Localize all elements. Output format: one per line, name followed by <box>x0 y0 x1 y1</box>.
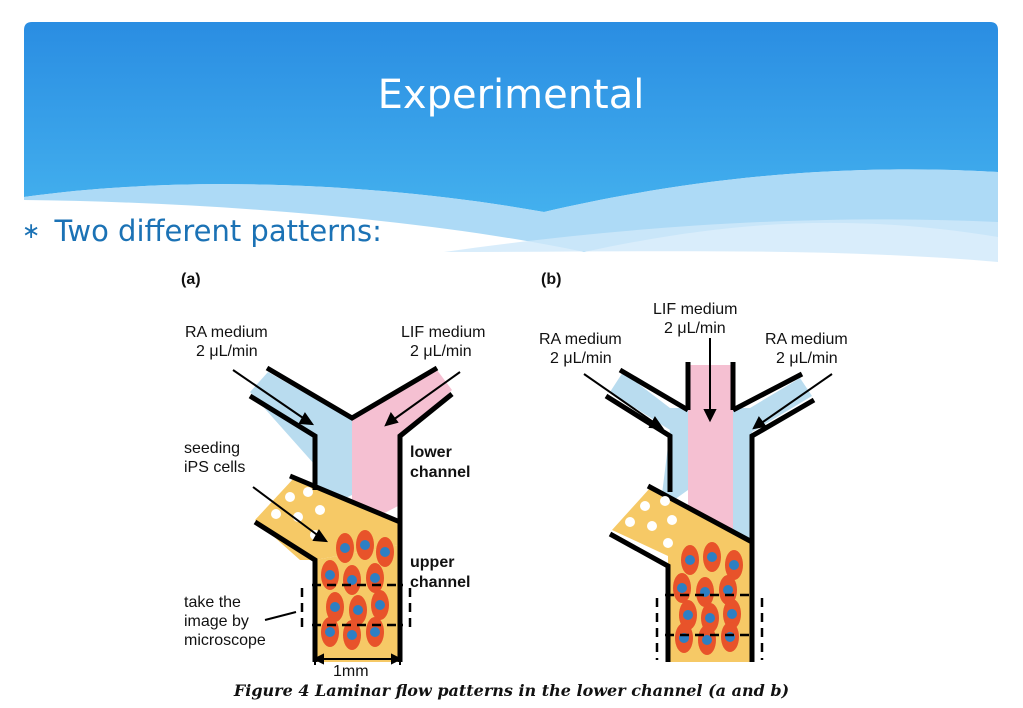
panel-a-seed-wall-bottom <box>253 519 318 662</box>
panel-b-ra-right-name: RA medium <box>765 331 848 348</box>
panel-b-seed-wall-top <box>646 483 754 545</box>
panel-b-ra-right-stream <box>733 378 812 540</box>
panel-b-right-top-wall <box>731 371 804 413</box>
panel-a-scale-label: 1mm <box>333 663 369 680</box>
panel-a-take-line1: take the <box>184 594 241 611</box>
bullet-text: Two different patterns: <box>54 214 382 248</box>
panel-b-left-top-wall <box>618 367 690 413</box>
panel-b-ra-right-rate: 2 μL/min <box>776 350 838 367</box>
panel-a-lower-line2: channel <box>410 464 470 481</box>
header-banner <box>24 22 998 262</box>
panel-a-lif-stream <box>352 370 452 530</box>
panel-b-left-wall <box>604 393 673 492</box>
panel-b-seed-dots <box>625 496 677 548</box>
bullet-star-icon: ∗ <box>22 219 41 244</box>
panel-a-tag: (a) <box>181 271 201 288</box>
panel-b-seed-wall-bottom <box>608 531 671 662</box>
panel-a-ra-name: RA medium <box>185 324 268 341</box>
panel-a-upper-line2: channel <box>410 574 470 591</box>
slide-title: Experimental <box>377 72 645 118</box>
panel-b-ra-left-name: RA medium <box>539 331 622 348</box>
bullet-item: ∗ Two different patterns: <box>22 214 382 248</box>
figure-caption: Figure 4 Laminar flow patterns in the lo… <box>233 681 790 700</box>
panel-b-arrows <box>583 338 833 430</box>
panel-b-cells <box>673 542 743 655</box>
panel-a-seed-wall-top <box>289 473 401 525</box>
panel-b-lif-stream <box>688 408 733 530</box>
panel-a-take-line3: microscope <box>184 632 266 649</box>
panel-a-lower-line1: lower <box>410 444 452 461</box>
panel-a-seeding-line2: iPS cells <box>184 459 245 476</box>
panel-a-lif-name: LIF medium <box>401 324 485 341</box>
panel-b-tag: (b) <box>541 271 561 288</box>
panel-b-right-wall <box>749 397 816 662</box>
panel-a-lif-rate: 2 μL/min <box>410 343 472 360</box>
panel-a-image-window <box>300 583 412 632</box>
panel-a-ra-stream <box>250 372 352 512</box>
panel-b-ra-left-rate: 2 μL/min <box>550 350 612 367</box>
panel-a-ra-rate: 2 μL/min <box>196 343 258 360</box>
panel-b-lif-rate: 2 μL/min <box>664 320 726 337</box>
panel-a-cells <box>321 530 394 650</box>
panel-b-lif-name: LIF medium <box>653 301 737 318</box>
panel-b-image-window <box>655 593 764 660</box>
panel-a-left-wall <box>248 393 318 490</box>
panel-a-scale-bar <box>312 653 403 665</box>
flow-diagram: (a) 1mm <box>181 271 848 680</box>
panel-a-take-line2: image by <box>184 613 249 630</box>
panel-a-arrows <box>232 369 461 621</box>
panel-a-seeding-line1: seeding <box>184 440 240 457</box>
panel-a-top-wall <box>265 365 439 421</box>
panel-a-upper-line1: upper <box>410 554 454 571</box>
panel-a-right-wall <box>397 392 454 662</box>
